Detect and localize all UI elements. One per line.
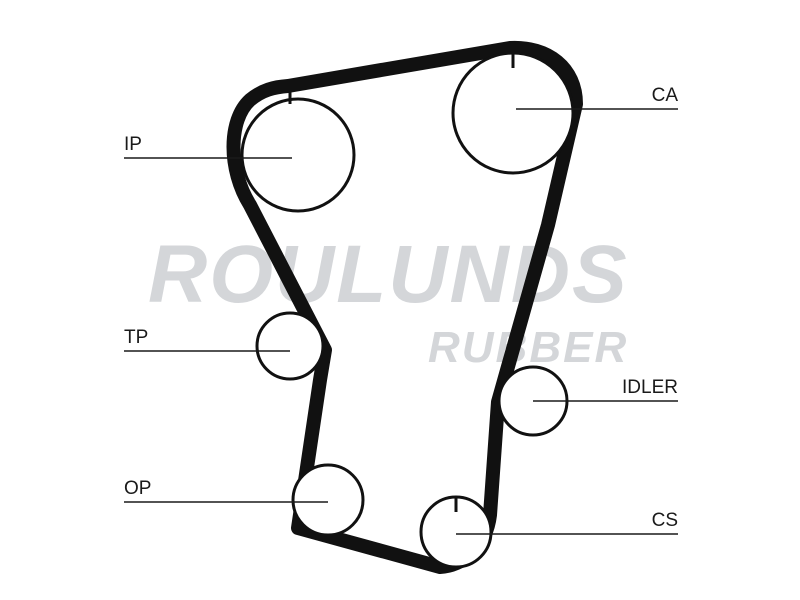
label-ip: IP xyxy=(124,134,142,155)
pulley-ca xyxy=(451,50,575,175)
pulley-cs xyxy=(419,495,493,569)
label-idler: IDLER xyxy=(622,377,678,398)
label-cs: CS xyxy=(652,510,678,531)
pulley-tp xyxy=(255,311,325,381)
timing-belt xyxy=(226,40,583,574)
pulley-ip xyxy=(240,88,356,213)
watermark-sub: RUBBER xyxy=(428,323,628,372)
leader-lines xyxy=(124,108,678,535)
watermark-brand: ROULUNDS xyxy=(148,229,629,320)
labels: IP CA TP IDLER OP CS xyxy=(124,85,678,531)
label-tp: TP xyxy=(124,327,148,348)
label-ca: CA xyxy=(652,85,679,106)
pulley-op xyxy=(291,463,365,537)
label-op: OP xyxy=(124,478,151,499)
